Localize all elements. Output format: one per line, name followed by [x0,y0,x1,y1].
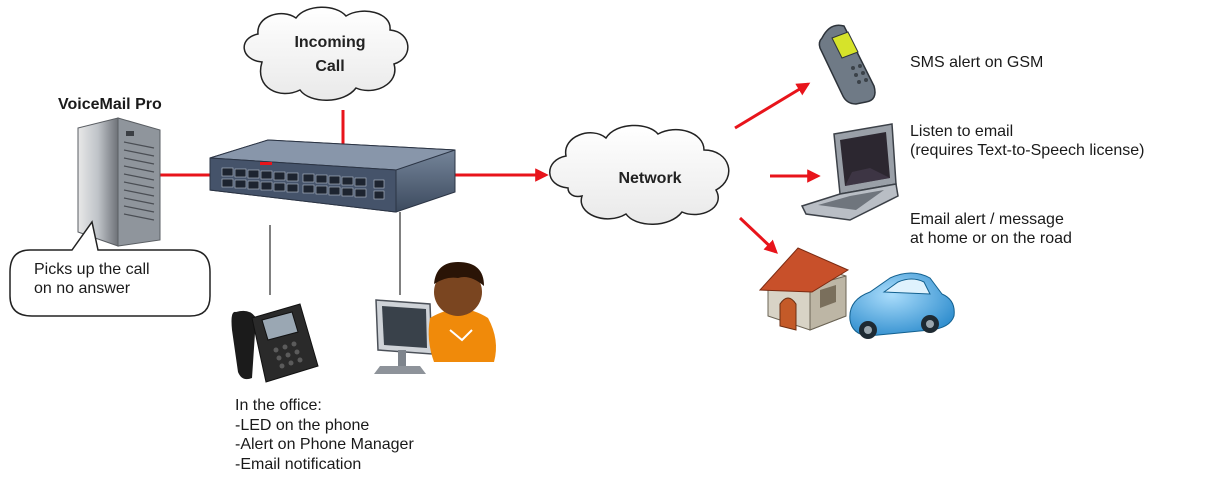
car-icon [849,272,955,339]
desk-phone-icon [231,303,319,383]
ip-office-switch-icon [209,139,456,213]
callout-line1: Picks up the call [34,261,150,278]
email-line2: at home or on the road [910,230,1072,247]
office-item: -Email notification [235,455,362,473]
voicemail-pro-title: VoiceMail Pro [58,96,162,113]
listen-line2: (requires Text-to-Speech license) [910,142,1145,159]
office-item: -LED on the phone [235,416,370,434]
listen-email-label: Listen to email (requires Text-to-Speech… [910,122,1144,160]
arrow-to-mobile [734,82,811,130]
incoming-cloud-line1: Incoming [294,34,365,51]
incoming-call-cloud: Incoming Call [243,6,409,101]
email-alert-label: Email alert / message at home or on the … [910,210,1072,248]
house-icon [758,247,850,331]
connectors [160,82,821,295]
laptop-icon [800,123,899,221]
listen-line1: Listen to email [910,123,1014,140]
callout-line2: on no answer [34,280,131,297]
mobile-phone-icon [818,24,876,105]
office-notes: In the office: -LED on the phone -Alert … [235,396,414,474]
voicemail-callout [9,220,211,317]
sms-alert-label: SMS alert on GSM [910,54,1044,71]
pc-user-icon [374,262,496,374]
server-icon [77,117,161,247]
email-line1: Email alert / message [910,211,1064,228]
network-cloud: Network [549,124,730,225]
office-item: -Alert on Phone Manager [235,436,414,453]
incoming-cloud-line2: Call [315,58,344,75]
network-cloud-label: Network [618,170,681,187]
voicemail-callout-text: Picks up the call on no answer [34,260,150,298]
arrow-to-home [738,216,778,254]
office-heading: In the office: [235,397,322,414]
